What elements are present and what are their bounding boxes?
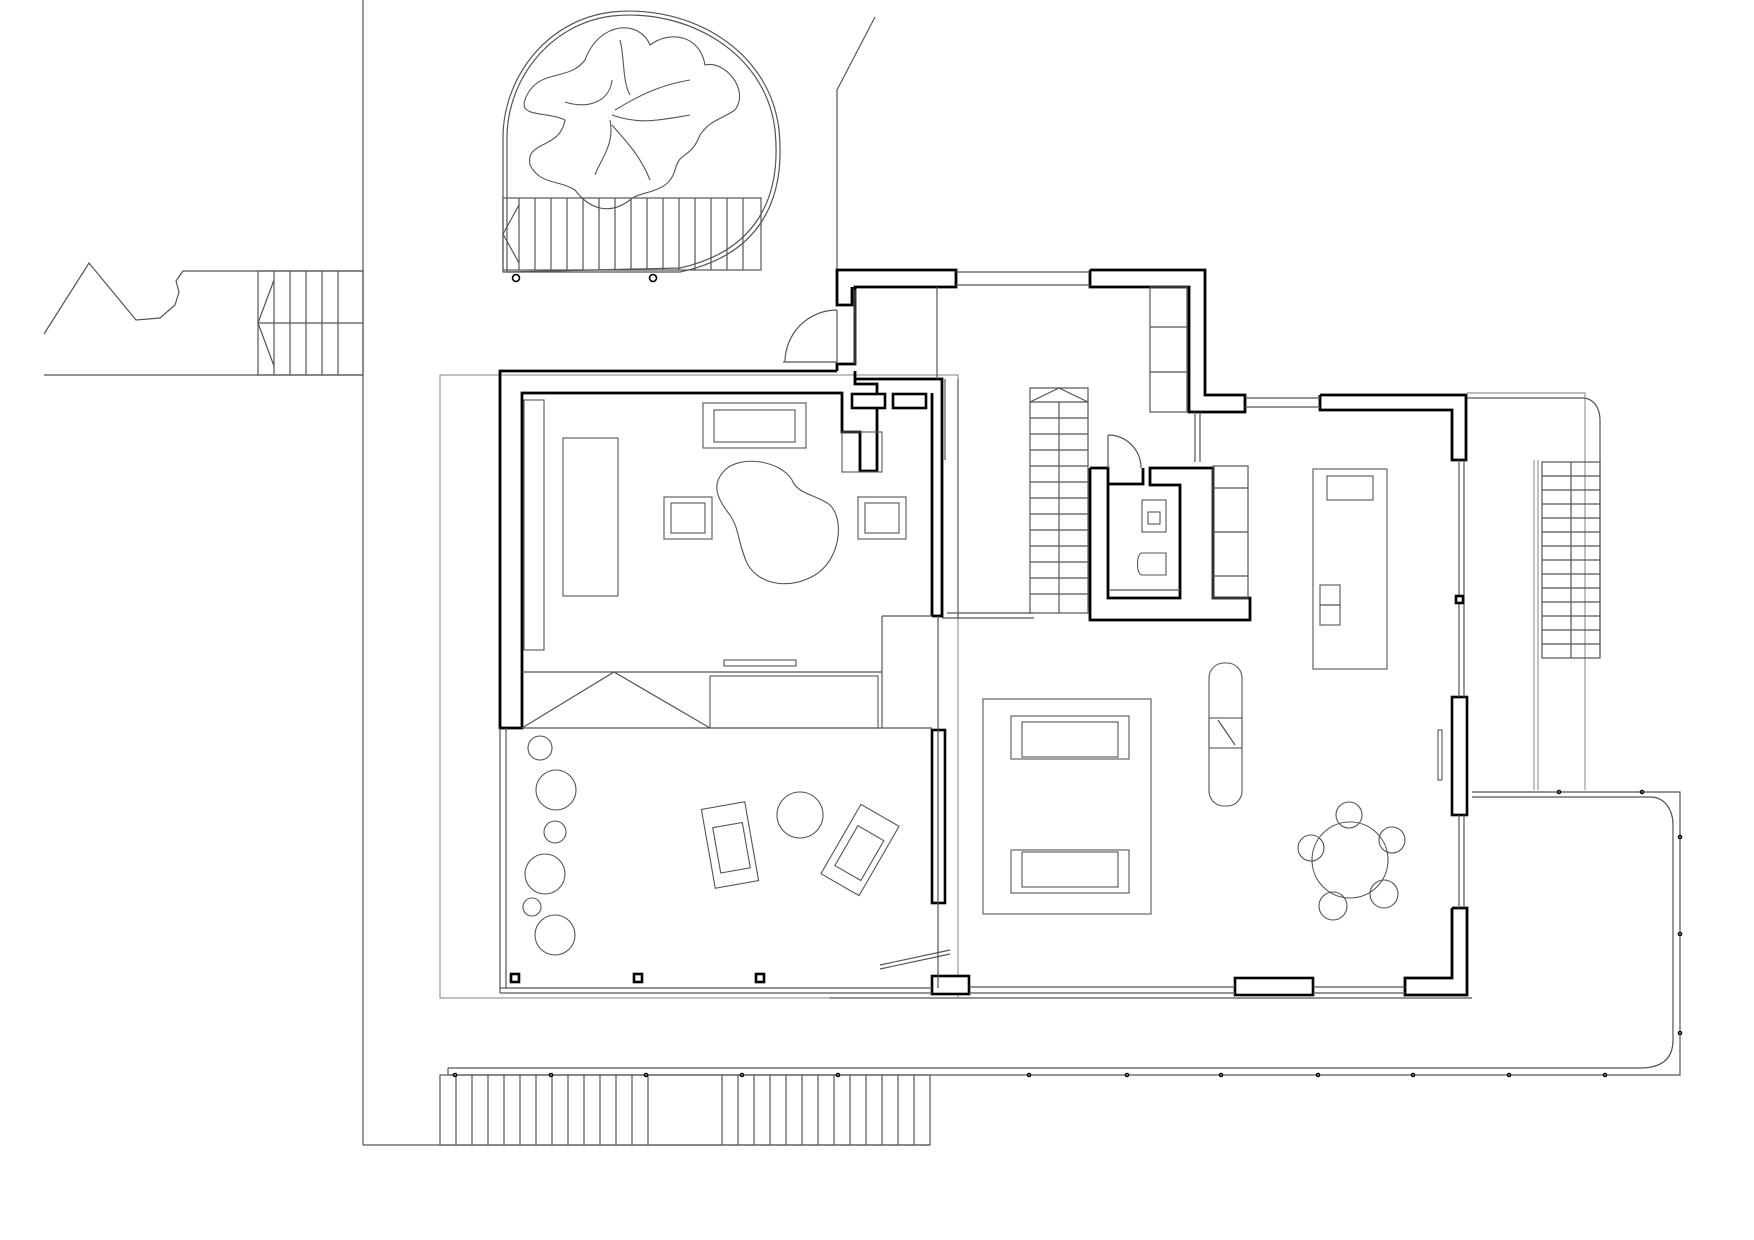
lower-left-furniture	[522, 735, 900, 956]
plant-pot	[535, 769, 577, 811]
left-stair	[257, 270, 364, 376]
deck-boards	[439, 1074, 931, 1146]
sofa-icon	[1010, 715, 1130, 760]
wall-entrance	[835, 268, 958, 371]
armchair-icon	[820, 803, 900, 897]
dining-chair	[1369, 879, 1399, 909]
tree-icon	[523, 27, 741, 210]
wall-bath-core	[1088, 466, 1252, 622]
toilet-icon	[1136, 552, 1167, 576]
bathroom-fixtures	[1110, 499, 1180, 591]
sink-icon	[1141, 499, 1167, 533]
plant-pot	[534, 914, 576, 956]
bed	[562, 437, 619, 597]
bench-icon	[1208, 662, 1243, 807]
main-stair	[1029, 387, 1089, 614]
neighbour-outline	[43, 261, 363, 335]
armchair-icon	[663, 496, 713, 540]
site-context	[43, 0, 930, 1146]
interior-lines	[499, 271, 1465, 994]
plant-pot	[527, 735, 553, 761]
plant-pot	[522, 897, 542, 917]
side-table	[776, 791, 824, 839]
living-furniture	[982, 468, 1406, 921]
post-marker	[511, 273, 521, 283]
plant-pot	[543, 820, 567, 844]
planter-steps	[502, 197, 762, 271]
organic-rug	[716, 460, 839, 585]
bath-door	[1107, 434, 1142, 469]
dining-table	[1311, 821, 1389, 899]
wall-left-wing	[498, 369, 944, 730]
terrace-stair	[1541, 461, 1601, 659]
kitchen-island	[1312, 468, 1388, 670]
wall-right	[1318, 393, 1468, 462]
entrance-door	[783, 309, 838, 363]
armchair-icon	[857, 496, 907, 540]
sofa-icon	[1010, 849, 1130, 894]
left-room-furniture	[523, 399, 907, 651]
shelf	[523, 399, 545, 651]
cooktop-icon	[1326, 475, 1374, 501]
post-marker	[648, 273, 658, 283]
dining-chair	[1378, 826, 1406, 854]
plant-pot	[524, 853, 566, 895]
rail-markers	[452, 789, 1683, 1078]
tree-planter	[502, 10, 781, 283]
dining-chair	[1318, 891, 1348, 921]
rug	[982, 698, 1152, 915]
dining-chair	[1297, 834, 1325, 862]
armchair-icon	[700, 801, 760, 889]
sofa-icon	[702, 402, 807, 449]
terrace-outline	[439, 374, 1681, 1076]
dining-chair	[1335, 801, 1363, 829]
upper-storage	[1149, 286, 1249, 599]
